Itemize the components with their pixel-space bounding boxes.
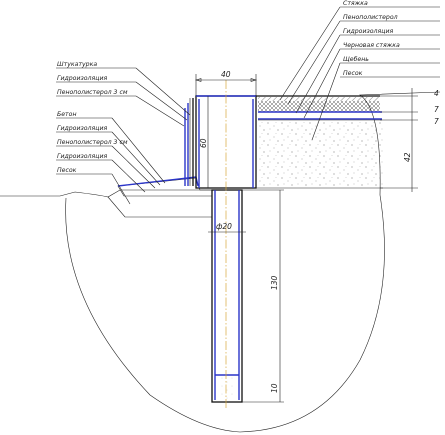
dim-pipe-diameter: ф20 (216, 222, 232, 231)
wall-and-collar (184, 95, 257, 189)
layer-right-2: Гидроизоляция (343, 28, 393, 35)
gravel-fill (255, 122, 385, 188)
dim-collar-height: 60 (199, 138, 208, 148)
leaders-right (279, 6, 440, 141)
sand-layer-left (107, 189, 213, 218)
layer-right-3: Черновая стяжка (343, 42, 400, 49)
layer-right-5: Песок (343, 70, 363, 77)
layer-right-4: Щебень (343, 55, 369, 63)
dim-layer-7a: 7 (434, 105, 439, 114)
dim-layer-4: 4 (434, 89, 439, 98)
leaders-base (56, 117, 166, 205)
dim-top-width: 40 (221, 70, 231, 79)
dim-floor-depth: 42 (403, 152, 412, 162)
blind-area-insulation (117, 176, 199, 187)
layer-base-1: Гидроизоляция (57, 125, 107, 132)
layer-right-0: Стяжка (343, 0, 368, 7)
leaders-wall (56, 67, 191, 127)
dim-pipe-bottom: 10 (270, 383, 279, 393)
layer-right-1: Пенополистерол (343, 14, 398, 21)
dimensions (194, 74, 418, 403)
layer-wall-1: Гидроизоляция (57, 75, 107, 82)
floor-insulation (258, 101, 380, 112)
floor-screed (258, 97, 380, 101)
layer-wall-0: Штукатурка (57, 61, 97, 68)
layer-base-3: Гидроизоляция (57, 153, 107, 160)
layer-base-0: Бетон (57, 111, 77, 118)
layer-base-2: Пенополистерол 3 см (57, 139, 128, 146)
layer-base-4: Песок (57, 167, 77, 174)
layer-wall-2: Пенополистерол 3 см (57, 89, 128, 96)
dim-pipe-length: 130 (270, 275, 279, 290)
pile (211, 189, 243, 403)
dim-layer-7b: 7 (434, 117, 439, 126)
